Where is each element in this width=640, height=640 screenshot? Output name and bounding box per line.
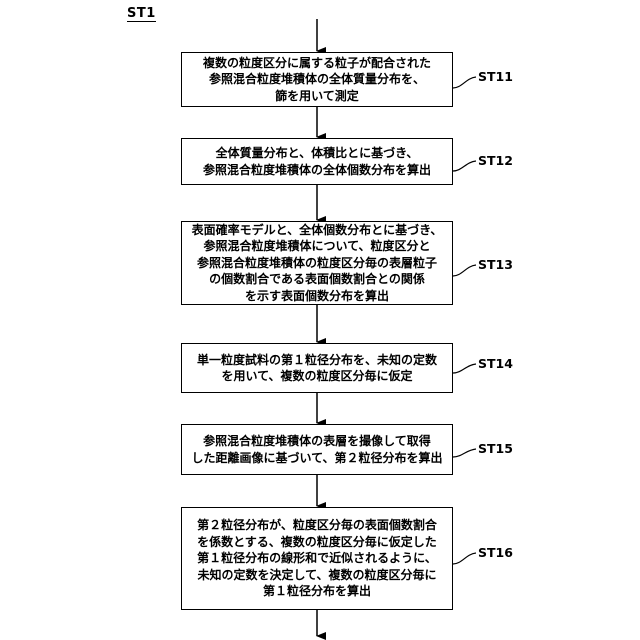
step-text-st13: 表面確率モデルと、全体個数分布とに基づき、 参照混合粒度堆積体について、粒度区分… [192, 222, 443, 305]
step-label-st13: ST13 [478, 257, 513, 272]
leader-st13 [453, 265, 476, 276]
leader-st15 [453, 449, 476, 457]
step-box-st15: 参照混合粒度堆積体の表層を撮像して取得 した距離画像に基づいて、第２粒径分布を算… [181, 424, 453, 475]
step-label-st16: ST16 [478, 545, 513, 560]
step-text-st15: 参照混合粒度堆積体の表層を撮像して取得 した距離画像に基づいて、第２粒径分布を算… [191, 433, 442, 466]
step-box-st12: 全体質量分布と、体積比とに基づき、 参照混合粒度堆積体の全体個数分布を算出 [181, 138, 453, 185]
step-box-st11: 複数の粒度区分に属する粒子が配合された 参照混合粒度堆積体の全体質量分布を、 篩… [181, 52, 453, 107]
step-label-st11: ST11 [478, 69, 513, 84]
step-box-st13: 表面確率モデルと、全体個数分布とに基づき、 参照混合粒度堆積体について、粒度区分… [181, 221, 453, 305]
step-label-st12: ST12 [478, 153, 513, 168]
step-text-st12: 全体質量分布と、体積比とに基づき、 参照混合粒度堆積体の全体個数分布を算出 [203, 145, 431, 178]
step-box-st14: 単一粒度試料の第１粒径分布を、未知の定数 を用いて、複数の粒度区分毎に仮定 [181, 343, 453, 393]
step-text-st16: 第２粒径分布が、粒度区分毎の表面個数割合 を係数とする、複数の粒度区分毎に仮定し… [197, 517, 437, 600]
leader-st14 [453, 364, 476, 373]
leader-st16 [453, 553, 476, 564]
step-box-st16: 第２粒径分布が、粒度区分毎の表面個数割合 を係数とする、複数の粒度区分毎に仮定し… [181, 507, 453, 610]
step-label-st14: ST14 [478, 356, 513, 371]
step-text-st14: 単一粒度試料の第１粒径分布を、未知の定数 を用いて、複数の粒度区分毎に仮定 [197, 352, 437, 385]
step-text-st11: 複数の粒度区分に属する粒子が配合された 参照混合粒度堆積体の全体質量分布を、 篩… [203, 55, 431, 105]
leader-st12 [453, 161, 476, 171]
step-label-st15: ST15 [478, 441, 513, 456]
leader-st11 [453, 77, 476, 88]
